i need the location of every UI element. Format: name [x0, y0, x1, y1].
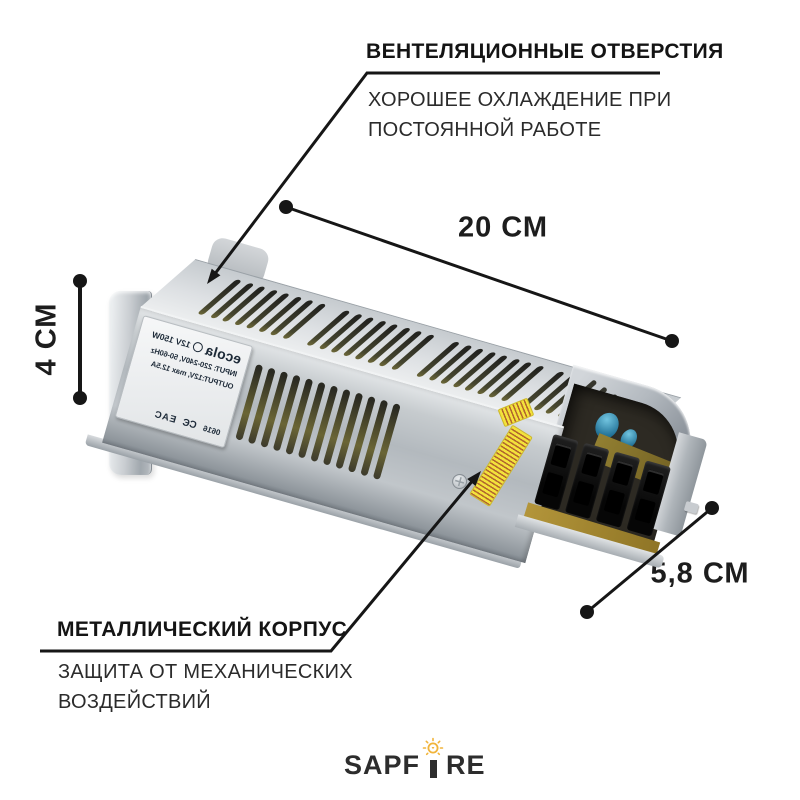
dimension-dot [665, 334, 679, 348]
vent-callout-description: ХОРОШЕЕ ОХЛАЖДЕНИЕ ПРИ ПОСТОЯННОЙ РАБОТЕ [368, 85, 671, 145]
dimension-dot [279, 200, 293, 214]
front-vent-slot-group [235, 363, 401, 480]
dimension-dot [580, 605, 594, 619]
vent-desc-line1: ХОРОШЕЕ ОХЛАЖДЕНИЕ ПРИ [368, 89, 672, 111]
ce-mark: CЄ [181, 417, 198, 432]
logo-text-left: SAPF [344, 750, 421, 780]
psu-spec-label: ecola 12V 150W INPUT: 220-240V, 50-60Hz … [114, 315, 254, 449]
length-dimension-label: 20 СМ [457, 211, 549, 244]
dimension-dot [73, 391, 87, 405]
dimension-dot [705, 501, 719, 515]
height-dimension-label: 4 СМ [30, 302, 63, 376]
logo-letter-i [422, 737, 444, 779]
depth-dimension-label: 5,8 СМ [650, 557, 750, 590]
dimension-dot [73, 274, 87, 288]
sapfire-logo: SAPF RE [344, 737, 486, 779]
case-desc-line1: ЗАЩИТА ОТ МЕХАНИЧЕСКИХ [58, 661, 353, 683]
vent-callout-title: ВЕНТЕЛЯЦИОННЫЕ ОТВЕРСТИЯ [366, 40, 724, 63]
eac-mark: ЕАС [152, 408, 178, 426]
date-code: 0616 [201, 423, 222, 438]
case-desc-line2: ВОЗДЕЙСТВИЙ [58, 691, 211, 713]
vent-desc-line2: ПОСТОЯННОЙ РАБОТЕ [368, 119, 602, 141]
case-screw [450, 472, 469, 491]
lightbulb-icon [422, 737, 444, 756]
case-callout-title: МЕТАЛЛИЧЕСКИЙ КОРПУС [57, 618, 348, 641]
ecola-logo-mark-icon [191, 341, 205, 354]
psu-spec-label-text-mirrored: ecola 12V 150W INPUT: 220-240V, 50-60Hz … [116, 316, 252, 447]
warranty-seal-sticker [469, 424, 533, 507]
logo-i-bar [429, 760, 437, 778]
logo-text-right: RE [446, 750, 486, 780]
case-callout-description: ЗАЩИТА ОТ МЕХАНИЧЕСКИХ ВОЗДЕЙСТВИЙ [58, 657, 353, 717]
